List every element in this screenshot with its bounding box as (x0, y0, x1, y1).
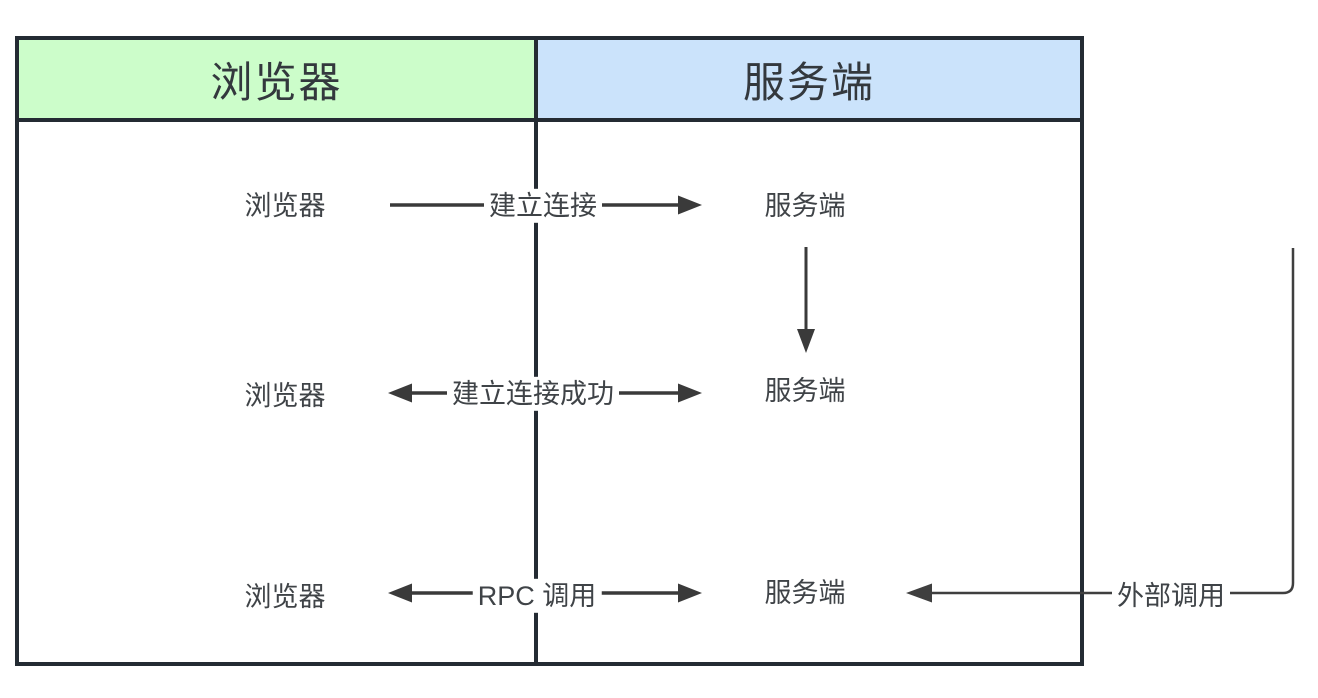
rpc-call-label: RPC 调用 (472, 578, 602, 614)
browser-node-row2: 浏览器 (244, 380, 326, 411)
lane-server-title: 服务端 (742, 58, 875, 106)
external-call-label: 外部调用 (1112, 578, 1230, 614)
swimlane-container: 浏览器 服务端 (15, 36, 1084, 666)
server-node-row2: 服务端 (764, 375, 846, 406)
lane-header-server: 服务端 (538, 40, 1080, 118)
arrow-down-icon (797, 329, 815, 353)
establish-connection-label: 建立连接 (484, 188, 602, 224)
arrow-left-icon (388, 383, 412, 403)
arrow-left-icon (388, 583, 412, 603)
browser-node-row3: 浏览器 (244, 581, 326, 612)
connection-success-label: 建立连接成功 (447, 376, 619, 412)
arrow-right-icon (678, 383, 702, 403)
server-down-arrow (797, 247, 815, 353)
lane-browser-title: 浏览器 (210, 58, 343, 106)
arrow-external-call (906, 248, 1295, 603)
server-node-row3: 服务端 (764, 577, 846, 608)
arrow-right-icon (678, 583, 702, 603)
swimlane-header: 浏览器 服务端 (19, 40, 1080, 122)
lane-header-browser: 浏览器 (19, 40, 538, 118)
arrow-left-icon (906, 583, 932, 603)
server-node-row1: 服务端 (764, 190, 846, 221)
arrow-right-icon (678, 195, 702, 215)
browser-node-row1: 浏览器 (244, 190, 326, 221)
